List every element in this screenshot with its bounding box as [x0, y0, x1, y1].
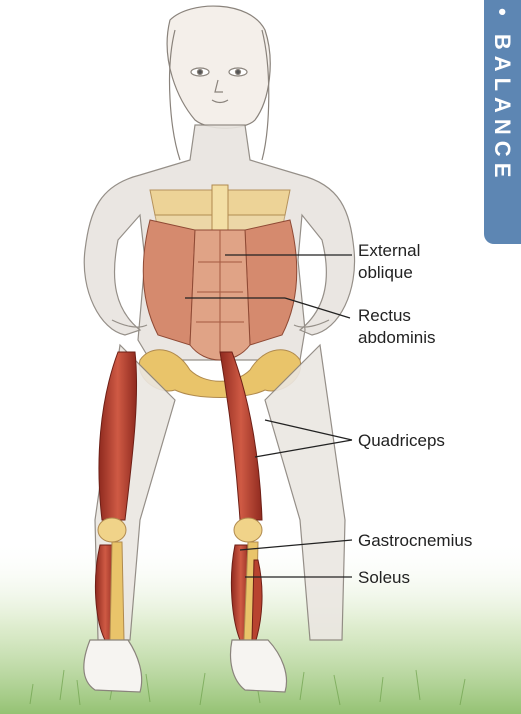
label-soleus: Soleus	[358, 567, 410, 588]
section-tab: • BALANCE	[484, 0, 521, 244]
tibia-left	[110, 542, 124, 640]
label-external-oblique-line2: oblique	[358, 262, 413, 283]
label-rectus-abdominis-line1: Rectus	[358, 305, 411, 326]
label-quadriceps: Quadriceps	[358, 430, 445, 451]
label-gastrocnemius: Gastrocnemius	[358, 530, 472, 551]
label-external-oblique-line1: External	[358, 240, 420, 261]
section-tab-label: • BALANCE	[484, 0, 521, 244]
label-rectus-abdominis-line2: abdominis	[358, 327, 436, 348]
knees	[98, 518, 262, 542]
